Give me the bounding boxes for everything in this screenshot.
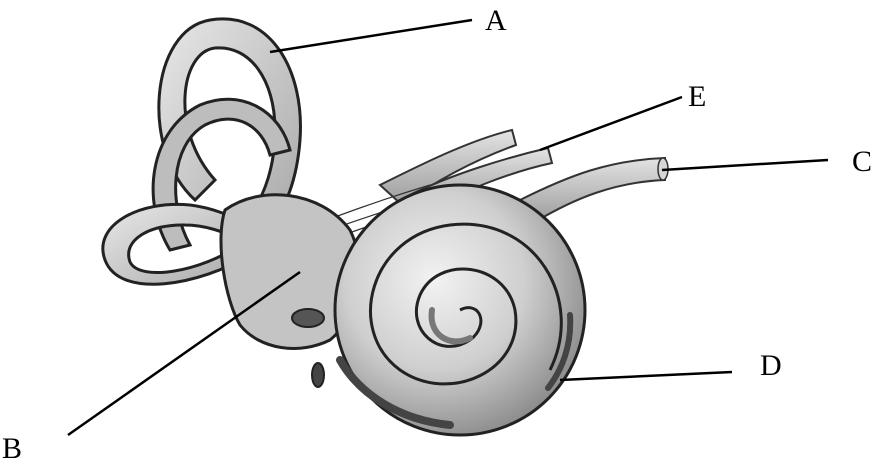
leader-line-a [270,20,472,52]
round-window [312,363,324,387]
label-a: A [485,6,507,36]
label-b: B [2,434,22,464]
cochlear-nerve-bundle [520,158,665,222]
label-e: E [688,82,706,112]
leader-line-b [68,272,300,435]
leader-line-c [662,160,828,170]
label-d: D [760,351,782,381]
oval-window [292,309,324,327]
leader-line-d [560,372,732,380]
label-c: C [852,147,872,177]
leader-line-e [540,97,682,150]
